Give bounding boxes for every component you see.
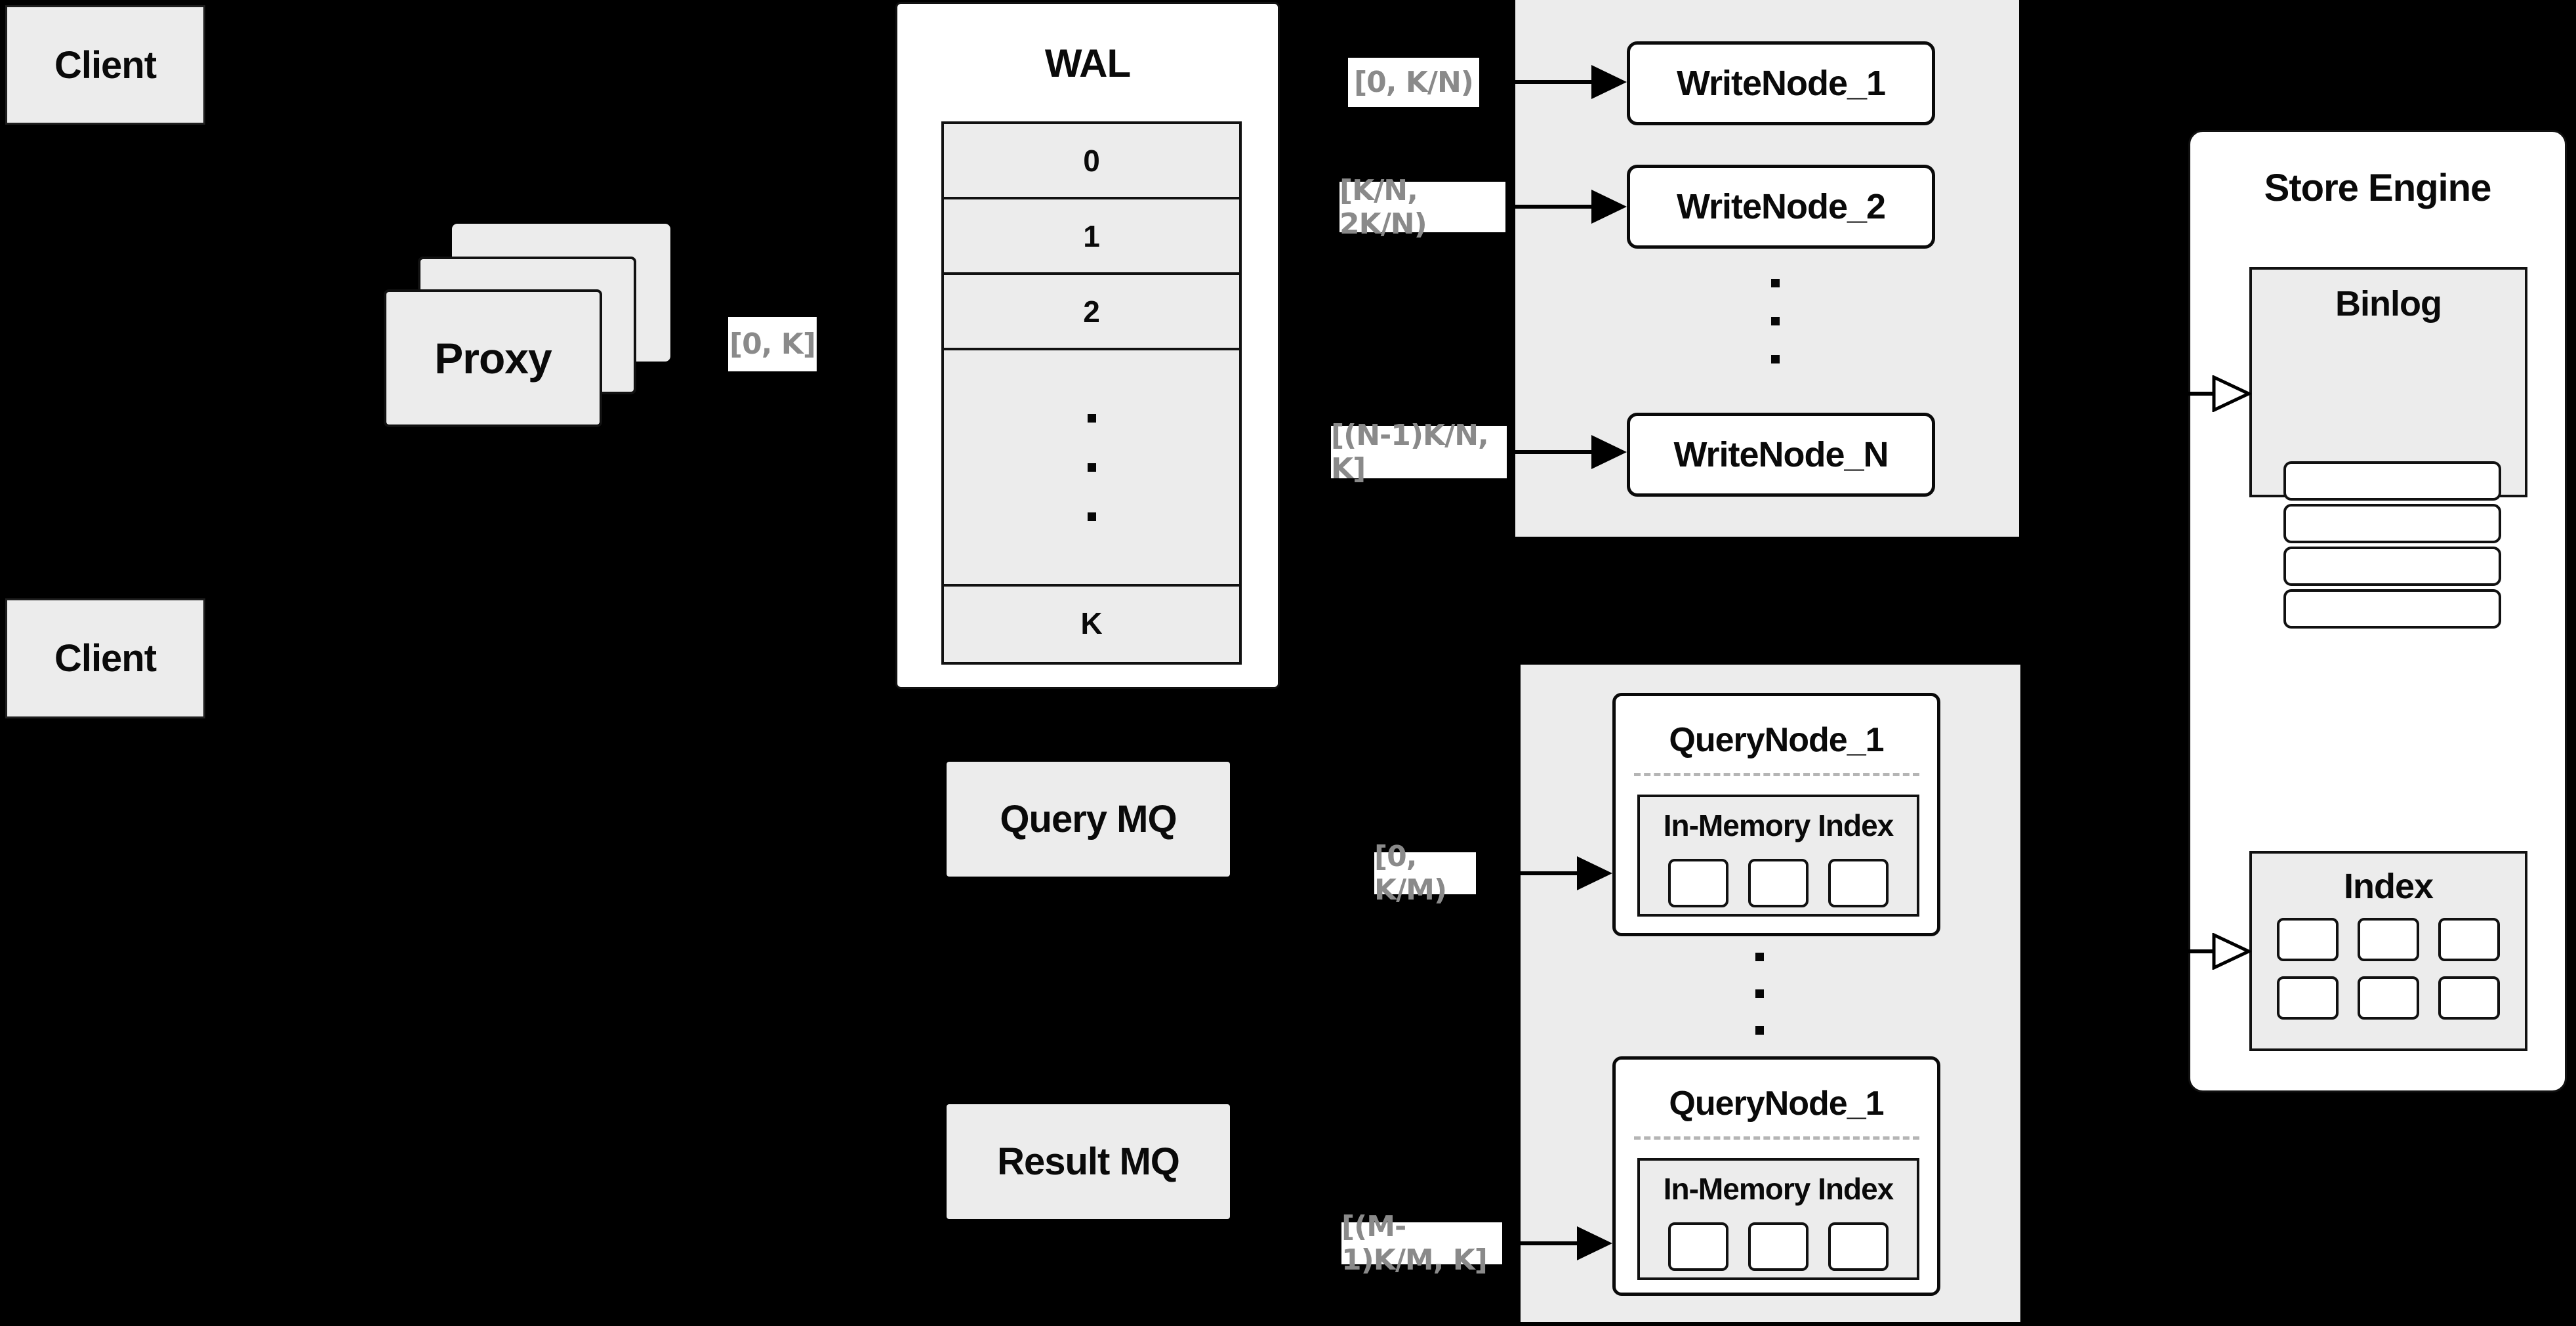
arrow-line-writenode-n: [1510, 450, 1593, 454]
arrow-head-binlog: [2212, 375, 2251, 412]
imi-cell: [1668, 859, 1728, 907]
range-label-writenode-2-text: [K/N, 2K/N): [1339, 173, 1427, 241]
querynode-1-title: QueryNode_1: [1669, 721, 1884, 759]
binlog-row: [2283, 589, 2501, 629]
client-bottom-label: Client: [54, 637, 157, 680]
imi-cell: [1828, 1222, 1889, 1271]
writenode-n-box: WriteNode_N: [1627, 413, 1935, 497]
imi-cell: [1748, 859, 1809, 907]
store-engine-box: Store Engine Binlog Index: [2188, 130, 2567, 1092]
arrow-line-writenode-2: [1509, 205, 1593, 209]
arrow-line-querynode-m: [1505, 1241, 1578, 1245]
range-label-writenode-n: [(N-1)K/N, K]: [1331, 419, 1507, 486]
writenode-2-label: WriteNode_2: [1676, 187, 1886, 226]
wal-row: 0: [944, 124, 1239, 199]
range-label-writenode-1: [0, K/N): [1348, 58, 1479, 107]
writenode-2-box: WriteNode_2: [1627, 165, 1935, 249]
range-label-querynode-1-text: [0, K/M): [1374, 840, 1447, 907]
range-label-writenode-2: [K/N, 2K/N): [1339, 174, 1505, 241]
range-label-querynode-1: [0, K/M): [1374, 840, 1476, 907]
result-mq-box: Result MQ: [947, 1104, 1230, 1219]
range-label-0-k-text: [0, K]: [729, 327, 816, 361]
idx-cell: [2438, 918, 2500, 961]
index-cell-row-2: [2252, 976, 2525, 1020]
result-mq-label: Result MQ: [997, 1140, 1180, 1183]
arrow-head-writenode-n: [1591, 435, 1627, 469]
querynode-m-title: QueryNode_1: [1669, 1085, 1884, 1123]
querynode-1-inmemory-index-title: In-Memory Index: [1663, 808, 1894, 842]
wal-row-k: K: [1080, 606, 1103, 640]
client-bottom-box: Client: [5, 598, 205, 718]
querynode-m-cells: [1640, 1222, 1917, 1271]
querynode-ellipsis-dots: [1755, 953, 1764, 1035]
imi-cell: [1828, 859, 1889, 907]
binlog-title: Binlog: [2335, 284, 2442, 323]
querynode-1-divider: [1634, 773, 1919, 776]
arrow-head-querynode-1: [1577, 856, 1612, 890]
range-label-querynode-m: [(M-1)K/M, K]: [1341, 1210, 1502, 1277]
querynode-1-cells: [1640, 859, 1917, 907]
arrow-line-index: [2152, 949, 2215, 953]
writenode-ellipsis-dots: [1771, 279, 1780, 363]
index-title: Index: [2343, 867, 2434, 906]
imi-cell: [1748, 1222, 1809, 1271]
client-top-box: Client: [5, 5, 205, 125]
proxy-label: Proxy: [434, 334, 552, 383]
range-label-writenode-1-text: [0, K/N): [1354, 66, 1474, 99]
arrow-line-writenode-1: [1482, 80, 1593, 84]
idx-cell: [2277, 976, 2339, 1020]
wal-ellipsis-row: [944, 350, 1239, 587]
range-label-querynode-m-text: [(M-1)K/M, K]: [1341, 1210, 1488, 1277]
client-top-label: Client: [54, 43, 157, 87]
writenode-n-label: WriteNode_N: [1673, 435, 1889, 474]
querynode-1-inmemory-index-box: In-Memory Index: [1637, 795, 1919, 917]
querynode-m-box: QueryNode_1 In-Memory Index: [1612, 1056, 1940, 1296]
querynode-1-box: QueryNode_1 In-Memory Index: [1612, 693, 1940, 936]
arrow-head-writenode-1: [1591, 65, 1627, 99]
arrow-head-index: [2212, 933, 2251, 970]
wal-row: 2: [944, 275, 1239, 350]
store-engine-title: Store Engine: [2264, 166, 2492, 209]
writenode-1-label: WriteNode_1: [1676, 64, 1886, 103]
index-box: Index: [2249, 851, 2527, 1051]
wal-ellipsis-dots: [1087, 413, 1096, 521]
query-mq-label: Query MQ: [1000, 798, 1177, 840]
querynode-m-inmemory-index-title: In-Memory Index: [1663, 1172, 1894, 1206]
query-mq-box: Query MQ: [947, 762, 1230, 877]
index-cell-row-1: [2252, 918, 2525, 961]
arrow-line-binlog: [2152, 392, 2215, 396]
binlog-row: [2283, 547, 2501, 586]
querynode-m-inmemory-index-box: In-Memory Index: [1637, 1158, 1919, 1280]
idx-cell: [2358, 976, 2419, 1020]
proxy-card-front: Proxy: [384, 289, 602, 427]
range-label-writenode-n-text: [(N-1)K/N, K]: [1331, 419, 1489, 486]
writenode-1-box: WriteNode_1: [1627, 41, 1935, 125]
binlog-box: Binlog: [2249, 267, 2527, 629]
querynode-m-divider: [1634, 1136, 1919, 1140]
arrow-line-querynode-1: [1479, 871, 1578, 875]
binlog-rows: [2283, 461, 2501, 629]
imi-cell: [1668, 1222, 1728, 1271]
arrow-head-querynode-m: [1577, 1226, 1612, 1260]
binlog-row: [2283, 461, 2501, 501]
idx-cell: [2358, 918, 2419, 961]
idx-cell: [2277, 918, 2339, 961]
range-label-0-k: [0, K]: [728, 317, 817, 371]
idx-cell: [2438, 976, 2500, 1020]
arrow-head-writenode-2: [1591, 190, 1627, 224]
binlog-row: [2283, 504, 2501, 543]
wal-title: WAL: [1044, 41, 1131, 85]
wal-row: 1: [944, 199, 1239, 275]
